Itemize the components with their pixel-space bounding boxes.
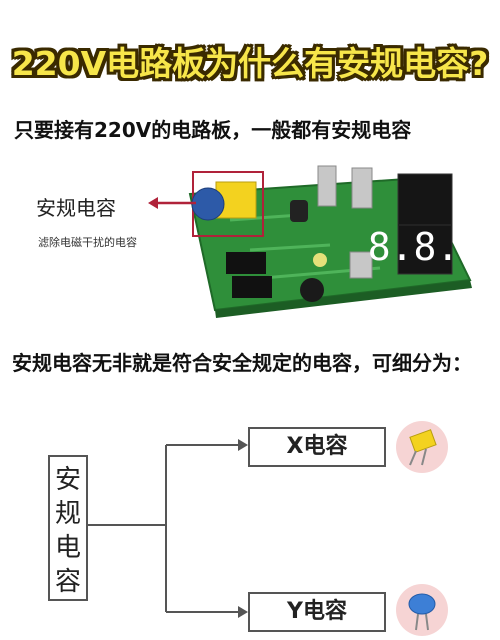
root-char: 规	[54, 499, 81, 529]
yellow-capacitor-icon	[396, 421, 448, 473]
capacitor-label: 安规电容	[36, 196, 116, 220]
tree-root: 安 规 电 容	[48, 455, 88, 601]
page-title: 220V电路板为什么有安规电容?	[11, 44, 489, 83]
summary-text: 安规电容无非就是符合安全规定的电容，可细分为：	[12, 351, 472, 375]
root-char: 电	[54, 533, 81, 563]
capacitor-sublabel: 滤除电磁干扰的电容	[38, 236, 137, 249]
root-char: 容	[54, 567, 81, 597]
circuit-board-image: 8.8.8	[188, 165, 482, 318]
tree-leaf-x-capacitor: X电容	[248, 427, 386, 467]
intro-text: 只要接有220V的电路板，一般都有安规电容	[14, 118, 412, 142]
tree-leaf-y-capacitor: Y电容	[248, 592, 386, 632]
blue-capacitor-icon	[396, 584, 448, 636]
tree-connectors	[86, 439, 248, 618]
root-char: 安	[54, 465, 81, 495]
arrow-left-icon	[148, 197, 196, 209]
seven-segment-display: 8.8.8	[368, 225, 482, 269]
